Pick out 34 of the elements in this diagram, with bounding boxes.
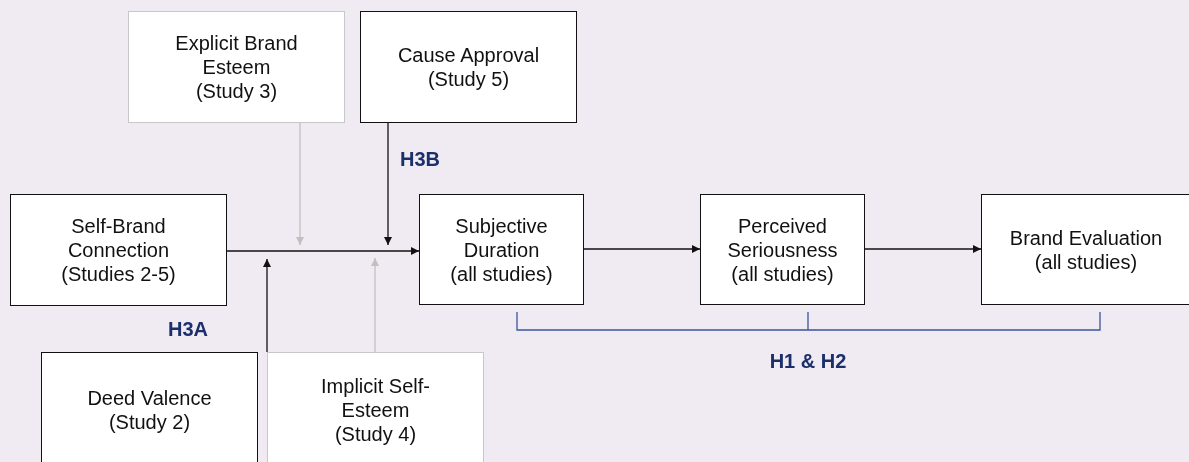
variable-box bbox=[360, 11, 577, 123]
arrow bbox=[226, 247, 420, 255]
study-note: (all studies) bbox=[450, 261, 553, 286]
variable-name: Perceived Seriousness bbox=[726, 213, 839, 262]
arrow bbox=[583, 245, 701, 253]
variable-box bbox=[419, 194, 584, 305]
variable-name: Cause Approval bbox=[397, 43, 540, 67]
variable-box bbox=[10, 194, 227, 306]
study-note: (Study 5) bbox=[427, 67, 510, 91]
edge-label: H3B bbox=[400, 148, 440, 171]
arrow bbox=[384, 122, 392, 246]
variable-name: Explicit Brand Esteem bbox=[174, 31, 299, 79]
variable-box bbox=[128, 11, 345, 123]
hypothesis-label: H1 & H2 bbox=[769, 350, 847, 373]
variable-name: Brand Evaluation bbox=[1009, 225, 1163, 250]
variable-name: Self-Brand Connection bbox=[66, 214, 171, 262]
study-note: (Studies 2-5) bbox=[61, 262, 176, 286]
variable-box bbox=[981, 194, 1189, 305]
variable-name: Implicit Self-Esteem bbox=[320, 373, 431, 422]
arrow bbox=[296, 122, 304, 246]
variable-box bbox=[700, 194, 865, 305]
study-note: (Study 4) bbox=[334, 421, 417, 446]
arrow bbox=[864, 245, 982, 253]
study-note: (all studies) bbox=[1034, 249, 1138, 274]
arrow bbox=[371, 257, 379, 353]
edge-label: H3A bbox=[168, 318, 208, 341]
variable-box bbox=[267, 352, 484, 462]
variable-name: Subjective Duration bbox=[454, 213, 549, 262]
study-note: (Study 3) bbox=[195, 79, 278, 103]
variable-name: Deed Valence bbox=[87, 385, 212, 410]
study-note: (all studies) bbox=[731, 261, 834, 286]
variable-box bbox=[41, 352, 258, 462]
study-note: (Study 2) bbox=[108, 409, 191, 434]
arrow bbox=[263, 258, 271, 353]
